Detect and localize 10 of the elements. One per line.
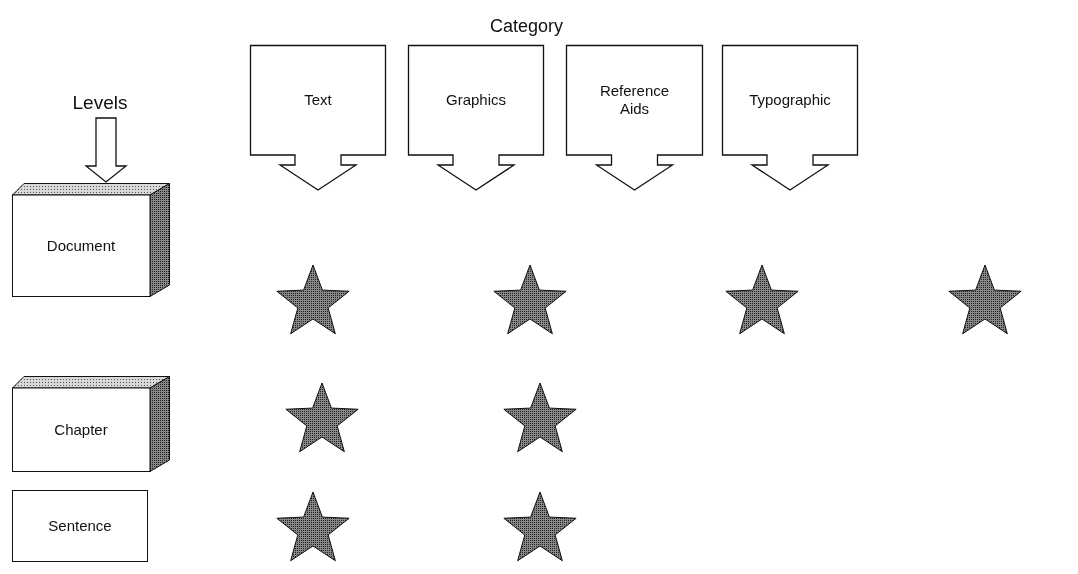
- heading-label: Levels: [72, 91, 128, 115]
- block-arrow: [84, 117, 128, 183]
- level-label: Document: [46, 237, 116, 255]
- level-label: Chapter: [54, 421, 108, 439]
- category-label: Graphics: [446, 91, 506, 109]
- category-label: Text: [304, 91, 332, 109]
- level-label: Sentence: [48, 517, 112, 535]
- category-label: Typographic: [749, 91, 831, 109]
- category-label: Reference Aids: [598, 82, 671, 118]
- heading-label: Category: [490, 16, 564, 37]
